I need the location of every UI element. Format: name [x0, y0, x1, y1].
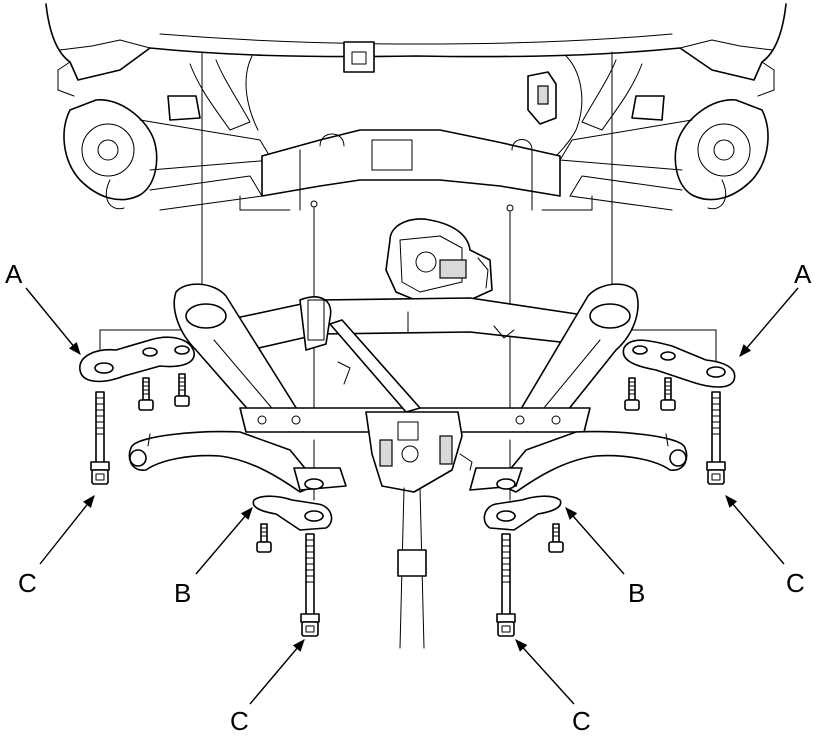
short-bolt [624, 377, 640, 411]
short-bolt [138, 377, 154, 411]
short-bolts [138, 373, 676, 553]
callout-a-left: A [5, 259, 23, 289]
bracket-b-right [483, 478, 562, 531]
bracket-a-left [79, 336, 195, 383]
callout-labels: A A B B C C C C [5, 259, 812, 736]
long-bolts [90, 391, 726, 637]
callout-c-right-outer: C [786, 568, 805, 598]
short-bolt [660, 377, 676, 411]
propeller-shaft [397, 487, 427, 649]
short-bolt [256, 523, 272, 553]
vehicle-underbody [45, 3, 787, 212]
long-bolt-right-lower [496, 533, 516, 637]
callout-b-right: B [628, 578, 645, 608]
short-bolt [548, 523, 564, 553]
long-bolt-right-outer [706, 391, 726, 485]
long-bolt-left-lower [300, 533, 320, 637]
short-bolt [174, 373, 190, 407]
leader-lines [25, 287, 799, 705]
callout-b-left: B [174, 578, 191, 608]
rear-subframe [128, 283, 688, 493]
bracket-b-left [252, 478, 333, 531]
long-bolt-left-outer [90, 391, 110, 485]
callout-a-right: A [794, 259, 812, 289]
callout-c-right-lower: C [572, 706, 591, 736]
bracket-a-right [622, 339, 736, 388]
callout-c-left-outer: C [18, 568, 37, 598]
callout-c-left-lower: C [230, 706, 249, 736]
differential-assembly [385, 218, 493, 303]
